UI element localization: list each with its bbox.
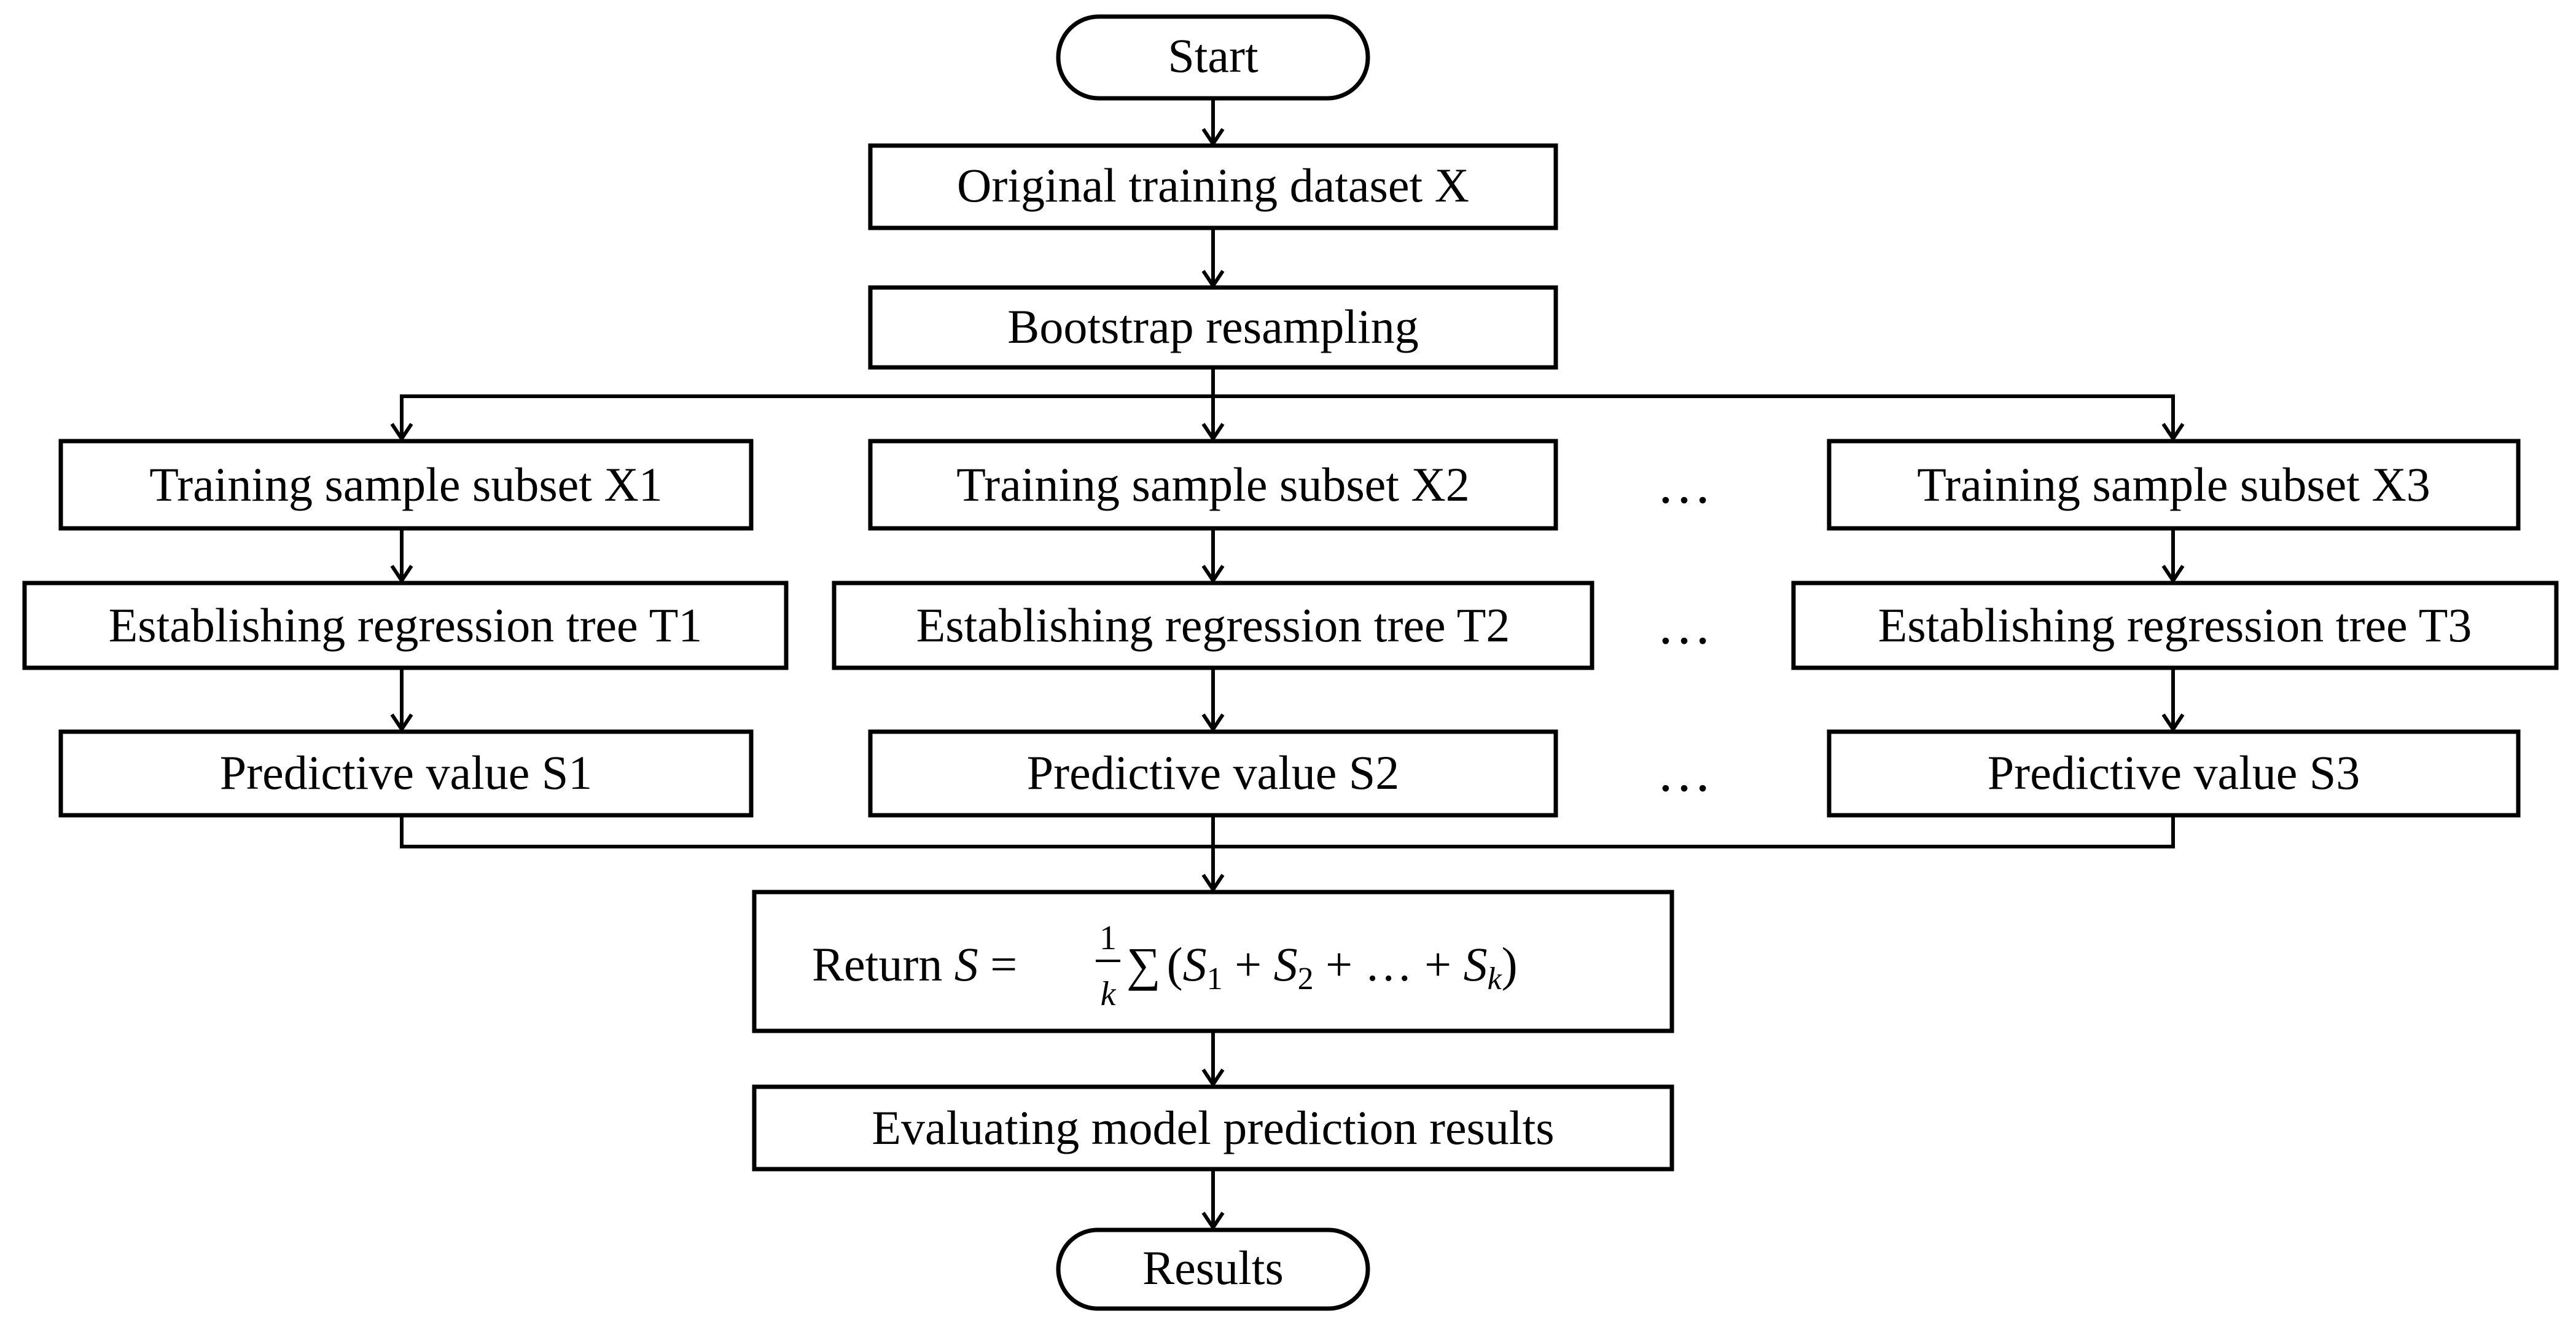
bootstrap-box: Bootstrap resampling [868,285,1558,370]
results-terminal: Results [1056,1227,1370,1311]
subset-label-1: Training sample subset X1 [149,458,663,511]
edge-bootstrap-split [400,394,2175,439]
tree-box-3: Establishing regression tree T3 [1791,581,2559,670]
ellipsis-trees: … [1657,595,1712,656]
start-label: Start [1168,29,1259,82]
original-dataset-label: Original training dataset X [957,159,1469,212]
return-formula: Return S = [812,938,1017,991]
edge-merge [400,815,2175,848]
bootstrap-label: Bootstrap resampling [1007,300,1418,353]
tree-box-1: Establishing regression tree T1 [22,581,789,670]
start-terminal: Start [1056,14,1370,101]
tree-box-2: Establishing regression tree T2 [832,581,1594,670]
sum-expression: ∑(S1 + S2 + … + Sk) [1126,938,1518,996]
prediction-box-1: Predictive value S1 [58,729,754,818]
svg-text:…: … [1657,454,1712,515]
prediction-label-1: Predictive value S1 [220,746,593,799]
subset-label-3: Training sample subset X3 [1917,458,2430,511]
evaluate-label: Evaluating model prediction results [872,1101,1554,1154]
fraction-denominator: k [1101,975,1117,1013]
tree-label-1: Establishing regression tree T1 [109,598,703,652]
ellipsis-subsets: … [1657,454,1712,515]
subset-box-3: Training sample subset X3 [1827,439,2521,531]
ellipsis-predictions: … [1657,742,1712,803]
prediction-label-3: Predictive value S3 [1988,746,2360,799]
svg-text:…: … [1657,595,1712,656]
prediction-box-2: Predictive value S2 [868,729,1558,818]
evaluate-box: Evaluating model prediction results [752,1084,1674,1172]
svg-text:…: … [1657,742,1712,803]
subset-box-1: Training sample subset X1 [58,439,754,531]
prediction-box-3: Predictive value S3 [1827,729,2521,818]
fraction-numerator: 1 [1099,919,1117,957]
edges [402,98,2173,1227]
subset-box-2: Training sample subset X2 [868,439,1558,531]
original-dataset-box: Original training dataset X [868,143,1558,230]
subset-label-2: Training sample subset X2 [956,458,1470,511]
tree-label-3: Establishing regression tree T3 [1878,598,2472,652]
results-label: Results [1142,1241,1284,1294]
prediction-label-2: Predictive value S2 [1027,746,1400,799]
return-box: Return S = 1 k ∑(S1 + S2 + … + Sk) [752,890,1674,1033]
tree-label-2: Establishing regression tree T2 [916,598,1510,652]
